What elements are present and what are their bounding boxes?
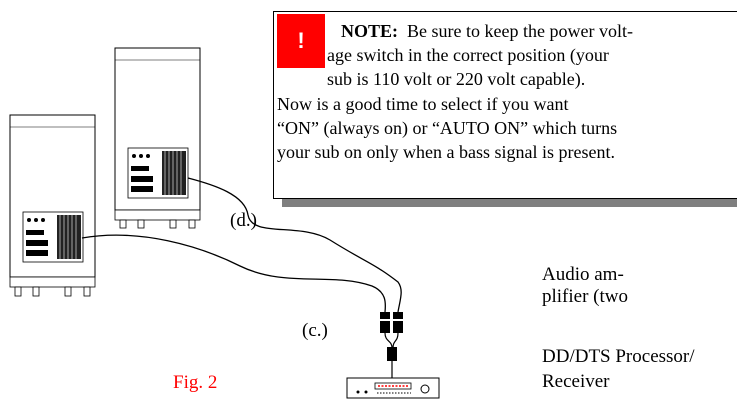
amplifier-label-line-2: plifier (two — [542, 286, 629, 307]
cable-d-label: (d.) — [230, 210, 257, 231]
note-text-1: Be sure to keep the power volt- — [407, 21, 633, 41]
figure-label: Fig. 2 — [173, 372, 218, 393]
amplifier-label-line-1: Audio am- — [542, 264, 624, 285]
processor-label-line-2: Receiver — [542, 371, 610, 392]
note-box — [273, 11, 737, 199]
exclamation-icon: ! — [277, 14, 325, 68]
receiver-device — [346, 377, 440, 399]
note-line-1: NOTE: Be sure to keep the power volt- — [341, 19, 633, 43]
subwoofer-front — [9, 114, 96, 297]
note-line-5: “ON” (always on) or “AUTO ON” which turn… — [277, 118, 618, 138]
cable-c-label: (c.) — [302, 320, 328, 341]
subwoofer-back — [114, 47, 201, 229]
note-line-6: your sub on only when a bass signal is p… — [277, 142, 615, 162]
processor-label-line-1: DD/DTS Processor/ — [542, 346, 695, 367]
rca-plugs — [380, 312, 403, 378]
note-line-2: age switch in the correct position (your — [327, 45, 609, 65]
cable-c — [81, 234, 387, 313]
note-line-3: sub is 110 volt or 220 volt capable). — [327, 69, 586, 89]
note-line-4: Now is a good time to select if you want — [277, 94, 569, 114]
note-title: NOTE: — [341, 21, 399, 41]
cable-d — [187, 177, 402, 313]
